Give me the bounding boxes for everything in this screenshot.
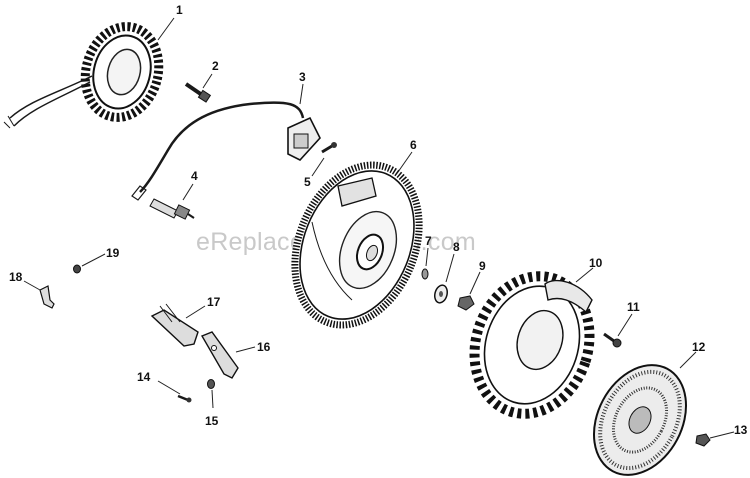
callout-18: 18	[9, 270, 23, 284]
callout-1: 1	[176, 3, 183, 17]
callout-10: 10	[589, 256, 603, 270]
nut-part-19[interactable]	[73, 264, 81, 274]
screw-part-11[interactable]	[603, 332, 622, 348]
callout-7: 7	[425, 234, 432, 248]
flywheel-part[interactable]	[272, 146, 442, 343]
ignition-module-part[interactable]	[131, 101, 321, 201]
grass-screen-part[interactable]	[576, 349, 705, 478]
callout-5: 5	[304, 175, 311, 189]
callout-16: 16	[257, 340, 271, 354]
nut-part-13[interactable]	[695, 433, 711, 447]
fan-part[interactable]	[457, 261, 607, 429]
callout-12: 12	[692, 340, 706, 354]
leader-lines	[23, 17, 735, 439]
lever-part-17[interactable]	[150, 303, 199, 347]
callout-2: 2	[212, 59, 219, 73]
callout-14: 14	[137, 370, 151, 384]
callout-13: 13	[734, 423, 748, 437]
callout-8: 8	[453, 240, 460, 254]
callout-17: 17	[207, 295, 221, 309]
screw-part-5[interactable]	[321, 142, 337, 154]
callout-3: 3	[299, 70, 306, 84]
stator-part[interactable]	[3, 18, 169, 129]
pin-part-14[interactable]	[177, 394, 192, 403]
callout-4: 4	[191, 169, 198, 183]
spark-plug-part[interactable]	[149, 198, 195, 220]
callout-6: 6	[410, 138, 417, 152]
key-part[interactable]	[421, 268, 429, 280]
callout-9: 9	[479, 259, 486, 273]
callout-15: 15	[205, 414, 219, 428]
callout-11: 11	[627, 300, 640, 314]
washer-part[interactable]	[433, 284, 449, 304]
callout-19: 19	[106, 246, 120, 260]
screw-part-2[interactable]	[184, 82, 212, 103]
clip-part-18[interactable]	[39, 285, 55, 309]
bracket-part-16[interactable]	[200, 331, 239, 379]
nut-part-9[interactable]	[457, 295, 475, 311]
callout-labels: 1 2 3 4 5 6 7 8 9 10 11 12 13 14 15 16 1…	[9, 3, 748, 437]
screw-part-15[interactable]	[207, 379, 215, 389]
